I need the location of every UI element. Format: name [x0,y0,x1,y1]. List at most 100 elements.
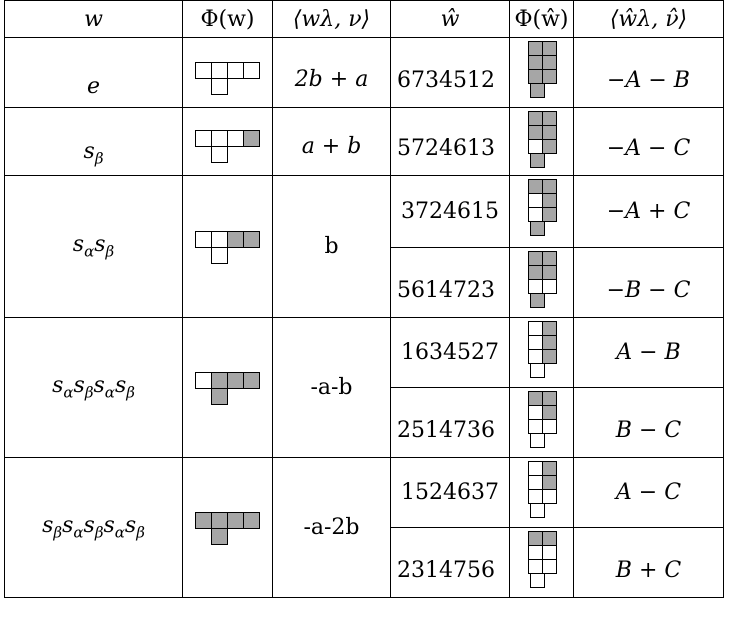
header-w: w [4,0,183,38]
filled-cell [527,125,543,140]
empty-cell [210,78,228,95]
w-cell: e [4,37,183,108]
young-diagram-w-hat [527,531,557,588]
pair-hat-cell: A − B [573,317,724,388]
filled-cell [541,125,557,140]
w-hat-cell: 3724615 [390,175,510,248]
w-hat-cell: 1524637 [390,457,510,528]
table-row: 2314756 B + C [5,527,724,598]
filled-cell [226,371,244,389]
filled-cell [541,55,557,70]
filled-cell [527,179,543,194]
filled-cell [527,69,543,84]
filled-cell [541,265,557,280]
pair-hat-cell: −A − C [573,107,724,176]
phi-w-hat-cell [509,247,574,318]
phi-w-hat-cell [509,527,574,598]
empty-cell [527,405,543,420]
young-diagram-w [194,230,260,264]
header-phi-w: Φ(w) [182,0,273,38]
filled-cell [541,111,557,126]
table-row: 2514736 B − C [5,387,724,458]
filled-cell [527,41,543,56]
filled-cell [226,511,244,529]
pair-cell: 2b + a [272,37,391,108]
filled-cell [529,153,545,168]
empty-cell [194,62,212,79]
filled-cell [527,391,543,406]
young-diagram-w-hat [527,179,557,236]
young-diagram-w [194,130,260,163]
filled-cell [541,69,557,84]
empty-cell [529,503,545,518]
empty-cell [226,62,244,79]
phi-w-cell [182,175,273,318]
w-cell: sβsαsβsαsβ [4,457,183,598]
young-diagram-w-hat [527,321,557,378]
empty-cell [527,349,543,364]
phi-w-cell [182,457,273,598]
empty-cell [527,489,543,504]
table-row: 5614723 −B − C [5,247,724,318]
phi-w-cell [182,107,273,176]
filled-cell [210,387,228,405]
empty-cell [541,419,557,434]
header-pair: ⟨wλ, ν⟩ [272,0,391,38]
young-diagram-w [194,62,260,95]
young-diagram-w [194,511,260,545]
weyl-table: w Φ(w) ⟨wλ, ν⟩ ŵ Φ(ŵ) ⟨ŵλ, ν̂⟩ e 2b + a … [4,0,724,598]
table-row: sβsαsβsαsβ -a-2b 1524637 A − C [4,457,724,598]
filled-cell [194,511,212,529]
filled-cell [527,111,543,126]
w-hat-cell: 5724613 [390,107,510,176]
filled-cell [541,179,557,194]
empty-cell [210,246,228,264]
filled-cell [527,251,543,266]
filled-cell [541,391,557,406]
phi-w-hat-cell [509,175,574,248]
filled-cell [527,55,543,70]
filled-cell [529,83,545,98]
phi-w-hat-cell [509,387,574,458]
filled-cell [541,41,557,56]
filled-cell [527,531,543,546]
young-diagram-w-hat [527,391,557,448]
empty-cell [527,419,543,434]
empty-cell [527,321,543,336]
empty-cell [527,461,543,476]
empty-cell [527,279,543,294]
pair-cell: a + b [272,107,391,176]
phi-w-hat-cell [509,317,574,388]
pair-hat-cell: −B − C [573,247,724,318]
pair-hat-cell: A − C [573,457,724,528]
empty-cell [541,559,557,574]
filled-cell [210,511,228,529]
pair-hat-cell: B − C [573,387,724,458]
header-w-hat: ŵ [390,0,510,38]
phi-w-cell [182,317,273,458]
young-diagram-w-hat [527,111,557,168]
w-cell: sαsβ [4,175,183,318]
header-phi-w-hat: Φ(ŵ) [509,0,574,38]
empty-cell [242,62,260,79]
phi-w-cell [182,37,273,108]
table-row: e 2b + a 6734512 −A − B [4,37,724,108]
w-hat-cell: 2314756 [390,527,510,598]
filled-cell [210,527,228,545]
pair-cell: -a-b [272,317,391,458]
empty-cell [527,139,543,154]
empty-cell [194,130,212,147]
header-row: w Φ(w) ⟨wλ, ν⟩ ŵ Φ(ŵ) ⟨ŵλ, ν̂⟩ [4,0,724,38]
phi-w-hat-cell [509,457,574,528]
filled-cell [529,293,545,308]
empty-cell [226,130,244,147]
filled-cell [541,461,557,476]
empty-cell [529,433,545,448]
filled-cell [529,221,545,236]
empty-cell [210,62,228,79]
pair-cell: -a-2b [272,457,391,598]
filled-cell [541,475,557,490]
filled-cell [541,207,557,222]
empty-cell [210,130,228,147]
filled-cell [541,193,557,208]
